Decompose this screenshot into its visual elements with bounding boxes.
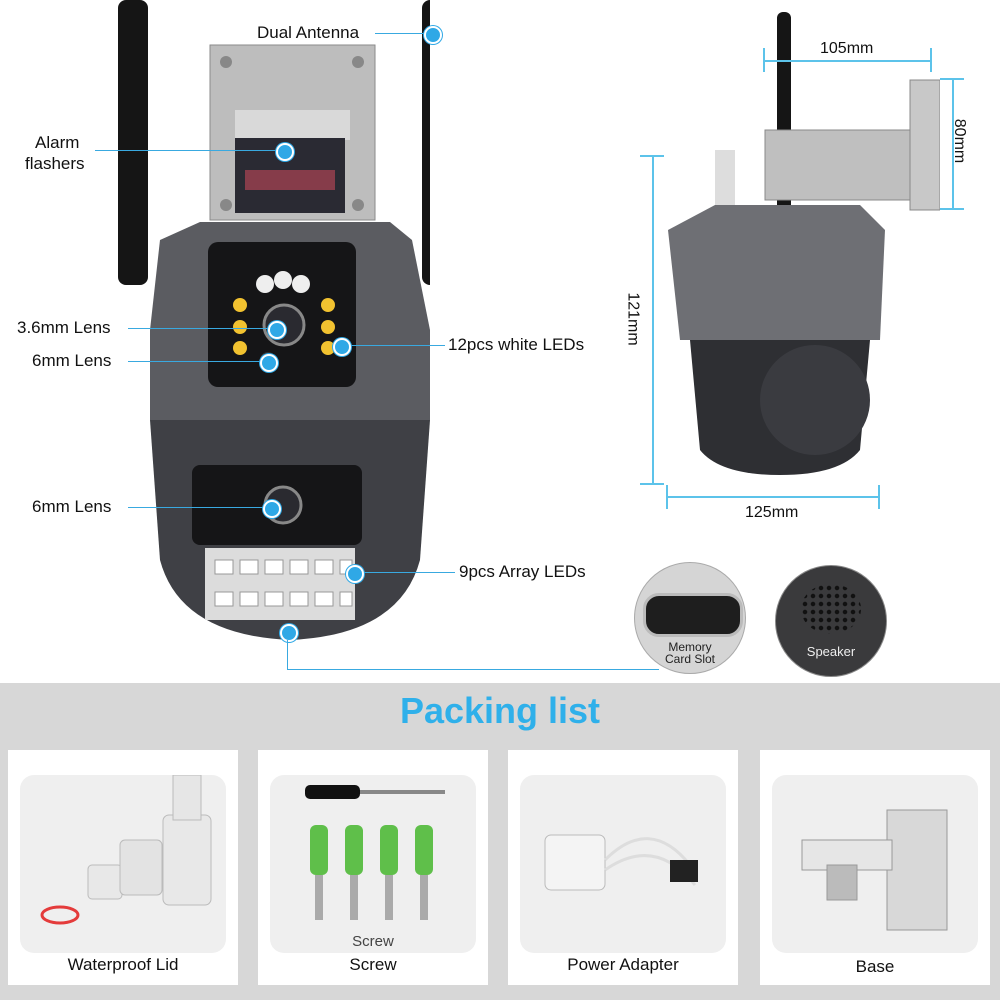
packing-item-power-adapter: Power Adapter xyxy=(508,750,738,985)
item-image xyxy=(520,775,726,953)
dim-height-total: 121mm xyxy=(624,292,642,346)
card-slot-shape xyxy=(643,593,743,637)
item-sub-label: Screw xyxy=(352,933,394,950)
callout-dot xyxy=(260,354,278,372)
lens-36-label: 3.6mm Lens xyxy=(17,318,111,337)
callout-dot xyxy=(280,624,298,642)
item-image xyxy=(20,774,226,953)
callout-line xyxy=(355,572,455,573)
packing-list-title: Packing list xyxy=(399,690,601,731)
speaker-detail: Speaker xyxy=(775,565,887,677)
item-label: Waterproof Lid xyxy=(67,955,179,974)
item-label: Power Adapter xyxy=(567,955,679,974)
callout-dot xyxy=(268,321,286,339)
item-image xyxy=(772,775,978,953)
callout-line xyxy=(128,507,268,508)
memory-label-2: Card Slot xyxy=(664,652,716,666)
packing-item-waterproof-lid: Waterproof Lid xyxy=(8,750,238,985)
speaker-grill xyxy=(801,584,861,634)
item-label: Base xyxy=(855,957,895,976)
callout-dot xyxy=(263,500,281,518)
callout-dot xyxy=(276,143,294,161)
callout-line xyxy=(128,361,263,362)
dim-width-body: 125mm xyxy=(745,504,799,521)
callout-line xyxy=(375,33,430,34)
dim-line xyxy=(763,60,932,62)
callout-line xyxy=(340,345,445,346)
alarm-flashers-label-2: flashers xyxy=(25,154,85,173)
dim-line xyxy=(666,496,880,498)
item-image xyxy=(270,775,476,953)
dual-antenna-label: Dual Antenna xyxy=(257,23,360,42)
callout-line xyxy=(95,150,280,151)
alarm-flashers-label-1: Alarm xyxy=(35,133,80,152)
callout-line xyxy=(287,669,659,670)
packing-item-base: Base xyxy=(760,750,990,985)
callout-dot xyxy=(333,338,351,356)
speaker-label: Speaker xyxy=(806,644,856,659)
callout-line xyxy=(128,328,273,329)
item-label: Screw xyxy=(349,955,397,974)
dim-height-bracket: 80mm xyxy=(951,118,969,164)
dim-line xyxy=(952,78,954,210)
callout-dot xyxy=(424,26,442,44)
packing-item-screw: Screw Screw xyxy=(258,750,488,985)
memory-label-1: Memory xyxy=(668,640,712,654)
white-leds-label: 12pcs white LEDs xyxy=(448,335,585,354)
array-leds-label: 9pcs Array LEDs xyxy=(459,562,586,581)
dim-width-top: 105mm xyxy=(820,40,874,57)
lens-6-top-label: 6mm Lens xyxy=(32,351,112,370)
lens-6-bottom-label: 6mm Lens xyxy=(32,497,112,516)
dim-line xyxy=(652,155,654,485)
callout-line xyxy=(287,640,288,670)
callout-dot xyxy=(346,565,364,583)
memory-card-slot-detail: Memory Card Slot xyxy=(634,562,746,674)
